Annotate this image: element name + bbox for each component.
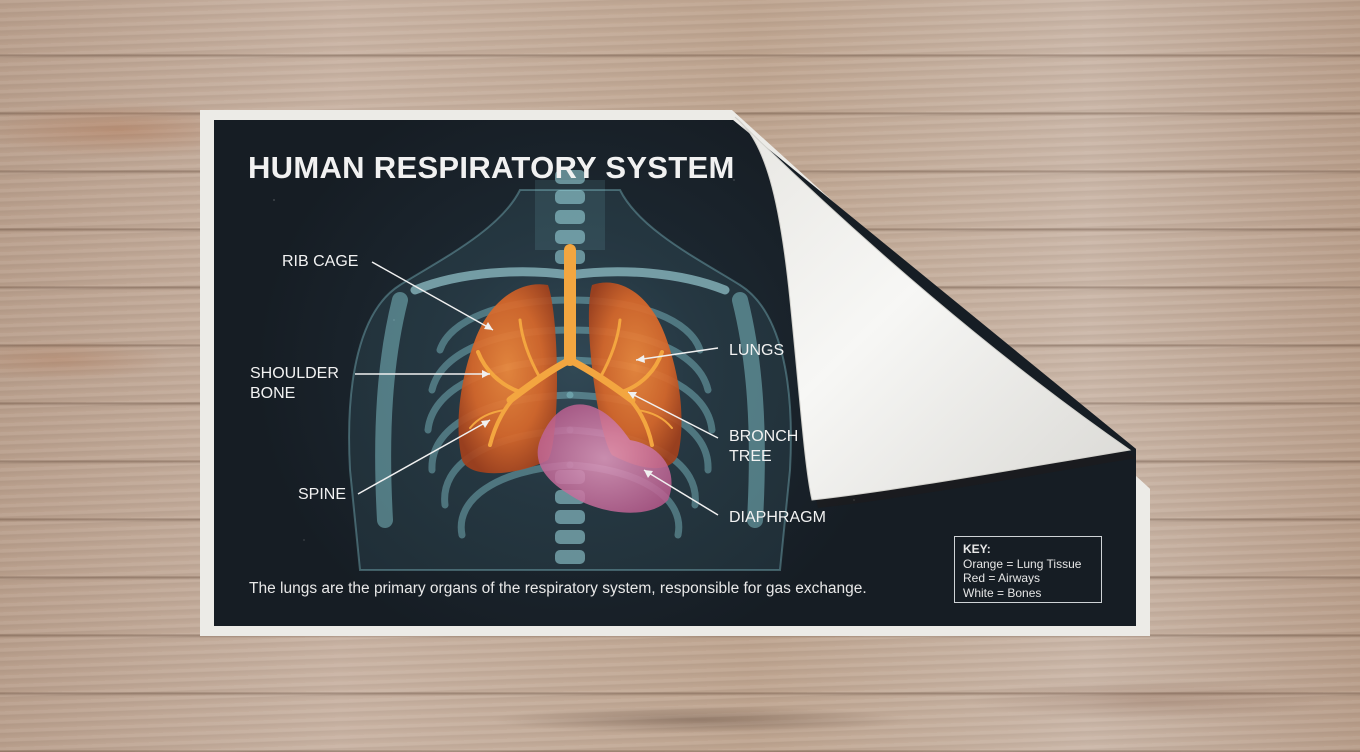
key-title: KEY:	[963, 542, 991, 556]
label-spine: SPINE	[298, 486, 347, 503]
key-item: White = Bones	[963, 585, 1042, 600]
label-shoulder-bone: SHOULDER BONE	[250, 365, 339, 402]
label-lungs: LUNGS	[729, 342, 785, 359]
diaphragm-shape	[537, 404, 672, 513]
left-lung	[458, 284, 557, 474]
label-diaphragm: DIAPHRAGM	[729, 509, 826, 526]
label-bronchial-tree: BRONCH TREE	[729, 428, 799, 465]
page-title: HUMAN RESPIRATORY SYSTEM	[248, 150, 735, 185]
bronchial-tree	[469, 244, 673, 447]
key-item: Red = Airways	[963, 571, 1041, 585]
legend-key: KEY: Orange = Lung Tissue Red = Airways …	[954, 536, 1102, 603]
torso-outline	[348, 189, 792, 571]
poster-caption: The lungs are the primary organs of the …	[249, 580, 867, 597]
leader-lines	[355, 261, 719, 516]
label-rib-cage: RIB CAGE	[282, 253, 359, 270]
key-item: Orange = Lung Tissue	[963, 556, 1082, 571]
